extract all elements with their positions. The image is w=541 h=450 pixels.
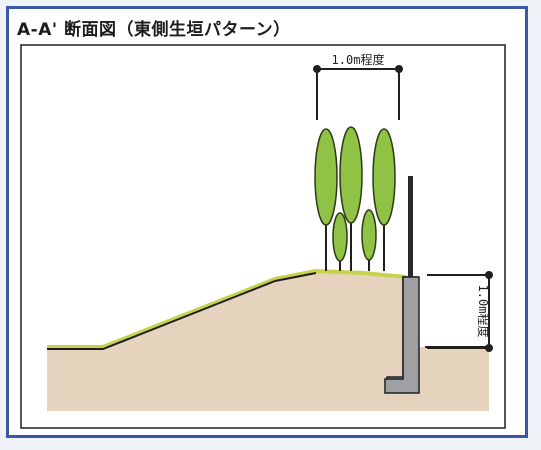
wall-height-dimension bbox=[427, 274, 490, 349]
figure-frame: A-A' 断面図（東側生垣パターン） bbox=[6, 6, 528, 438]
hedge-width-label: 1.0m程度 bbox=[332, 52, 385, 67]
tree-tall-2 bbox=[339, 126, 363, 224]
tree-tall-1 bbox=[314, 128, 338, 226]
figure-title: A-A' 断面図（東側生垣パターン） bbox=[17, 20, 291, 40]
lower-ground bbox=[417, 347, 489, 411]
hedge-width-dimension bbox=[316, 68, 400, 120]
dimension-dot-top bbox=[485, 271, 493, 279]
fence-post bbox=[408, 176, 413, 277]
dimension-dot-bottom bbox=[485, 344, 493, 352]
cross-section-diagram: 1.0m程度 1.0m程度 bbox=[20, 44, 506, 429]
shrub-2 bbox=[361, 209, 377, 261]
shrub-1 bbox=[332, 212, 348, 262]
drawing-border bbox=[20, 44, 506, 429]
dimension-dot-right bbox=[395, 65, 403, 73]
embankment-ground bbox=[47, 271, 489, 411]
grass-edge bbox=[47, 269, 407, 349]
retaining-wall-body bbox=[384, 276, 420, 394]
slope-line bbox=[47, 272, 317, 350]
dimension-dot-left bbox=[313, 65, 321, 73]
wall-height-label: 1.0m程度 bbox=[476, 285, 491, 338]
tree-tall-3 bbox=[372, 128, 396, 226]
